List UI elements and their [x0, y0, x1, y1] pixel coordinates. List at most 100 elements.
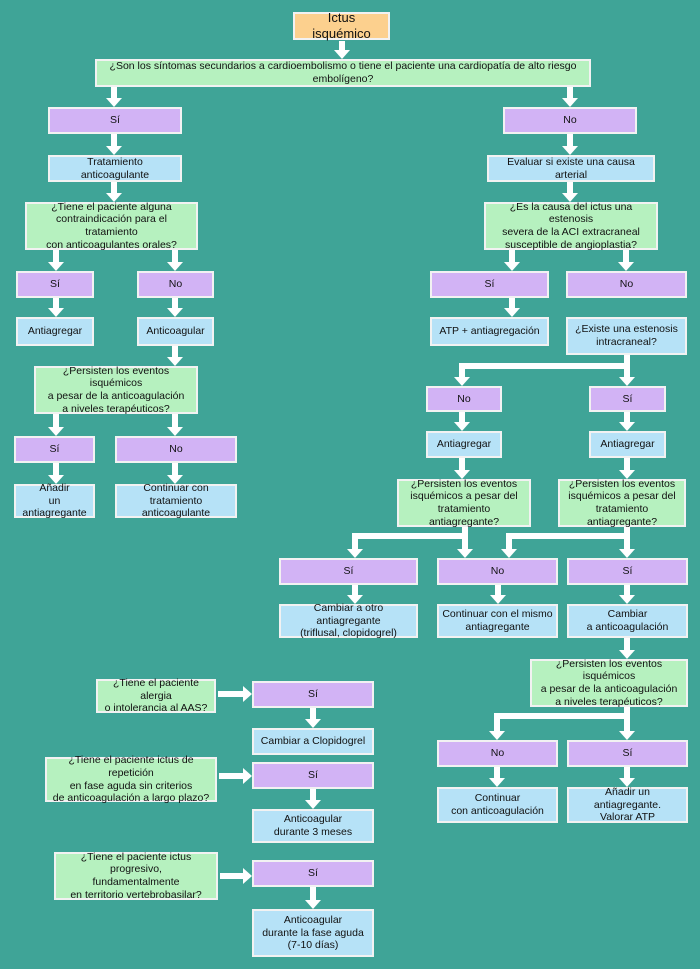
answer-yes-persist-anticoag-2: Sí [567, 740, 688, 767]
question-progressive-stroke: ¿Tiene el paciente ictus progresivo, fun… [54, 851, 218, 901]
arrow-head [167, 262, 183, 271]
arrow-shaft [494, 713, 500, 731]
arrow-shaft [172, 346, 178, 357]
answer-yes-persist-antiagreg-1: Sí [279, 558, 418, 585]
arrow-head [167, 357, 183, 366]
action-antiagregar-1: Antiagregar [16, 317, 94, 346]
question-repeated-stroke: ¿Tiene el paciente ictus de repetición e… [45, 754, 217, 804]
arrow-shaft [310, 708, 316, 719]
arrow-connector [460, 363, 629, 369]
arrow-head [106, 193, 122, 202]
arrow-head [501, 549, 517, 558]
arrow-shaft [624, 585, 630, 595]
arrow-head [490, 595, 506, 604]
arrow-head [106, 146, 122, 155]
action-change-to-anticoagulation: Cambiar a anticoagulación [567, 604, 688, 638]
arrow-shaft [53, 250, 59, 262]
action-continue-anticoagulant-treatment: Continuar con tratamiento anticoagulante [115, 482, 237, 519]
action-anticoagulant-treatment: Tratamiento anticoagulante [48, 155, 182, 182]
arrow-shaft [624, 458, 630, 470]
arrow-shaft [352, 585, 358, 595]
question-contraindication: ¿Tiene el paciente alguna contraindicaci… [25, 201, 198, 251]
arrow-shaft [624, 527, 630, 549]
arrow-shaft [567, 182, 573, 193]
arrow-shaft [172, 414, 178, 427]
question-persist-antiagregation-1: ¿Persisten los eventos isquémicos a pesa… [397, 478, 531, 528]
arrow-head [305, 800, 321, 809]
arrow-head [457, 549, 473, 558]
arrow-shaft [339, 41, 345, 50]
arrow-shaft [310, 789, 316, 800]
arrow-head [618, 262, 634, 271]
arrow-connector [353, 533, 468, 539]
action-antiagregar-3: Antiagregar [589, 431, 666, 458]
arrow-head [489, 778, 505, 787]
answer-yes-contraindication: Sí [16, 271, 94, 298]
arrow-shaft [53, 414, 59, 427]
arrow-connector [494, 713, 630, 719]
arrow-shaft [506, 533, 512, 549]
arrow-head [454, 470, 470, 479]
arrow-shaft [111, 87, 117, 98]
answer-no-persist-anticoag-1: No [115, 436, 237, 463]
arrow-shaft [567, 134, 573, 146]
arrow-head [167, 308, 183, 317]
arrow-shaft [172, 298, 178, 308]
answer-no-intracranial: No [426, 386, 502, 412]
arrow-shaft [624, 707, 630, 731]
arrow-head [167, 427, 183, 436]
arrow-head [454, 422, 470, 431]
arrow-head [243, 768, 252, 784]
arrow-head [504, 262, 520, 271]
arrow-shaft [111, 134, 117, 146]
arrow-head [106, 98, 122, 107]
arrow-shaft [624, 355, 630, 377]
arrow-head [562, 146, 578, 155]
arrow-head [48, 308, 64, 317]
arrow-shaft [495, 585, 501, 595]
arrow-shaft [53, 463, 59, 475]
arrow-head [619, 422, 635, 431]
action-continue-same-antiaggregant: Continuar con el mismo antiagregante [437, 604, 558, 638]
arrow-head [454, 377, 470, 386]
action-change-clopidogrel: Cambiar a Clopidogrel [252, 728, 374, 755]
arrow-head [167, 475, 183, 484]
arrow-head [504, 308, 520, 317]
action-evaluate-arterial-cause: Evaluar si existe una causa arterial [487, 155, 655, 182]
answer-no-persist-antiagreg: No [437, 558, 558, 585]
arrow-head [305, 719, 321, 728]
action-anticoagulate-3-months: Anticoagular durante 3 meses [252, 809, 374, 843]
arrow-shaft [218, 691, 243, 697]
start-node: Ictus isquémico [293, 10, 390, 41]
arrow-shaft [219, 773, 243, 779]
arrow-head [334, 50, 350, 59]
arrow-head [347, 595, 363, 604]
arrow-shaft [310, 887, 316, 900]
arrow-head [305, 900, 321, 909]
arrow-head [619, 778, 635, 787]
question-persist-antiagregation-2: ¿Persisten los eventos isquémicos a pesa… [558, 478, 686, 528]
arrow-shaft [459, 458, 465, 470]
arrow-shaft [624, 767, 630, 778]
question-persist-anticoagulation-1: ¿Persisten los eventos isquémicos a pesa… [34, 365, 198, 415]
answer-yes-progressive-stroke: Sí [252, 860, 374, 887]
arrow-head [48, 475, 64, 484]
arrow-head [243, 686, 252, 702]
question-aci-stenosis: ¿Es la causa del ictus una estenosis sev… [484, 201, 658, 251]
answer-yes-aci-stenosis: Sí [430, 271, 549, 298]
answer-yes-cardioembolism: Sí [48, 107, 182, 134]
answer-no-aci-stenosis: No [566, 271, 687, 298]
arrow-head [48, 427, 64, 436]
arrow-shaft [509, 250, 515, 262]
arrow-shaft [172, 463, 178, 475]
arrow-shaft [220, 873, 243, 879]
arrow-connector [506, 533, 630, 539]
arrow-shaft [509, 298, 515, 308]
arrow-head [347, 549, 363, 558]
answer-yes-repeated-stroke: Sí [252, 762, 374, 789]
action-add-antiaggregant-value-atp: Añadir un antiagregante. Valorar ATP [567, 786, 688, 823]
action-continue-anticoagulation: Continuar con anticoagulación [437, 787, 558, 823]
arrow-shaft [567, 87, 573, 98]
arrow-head [619, 377, 635, 386]
